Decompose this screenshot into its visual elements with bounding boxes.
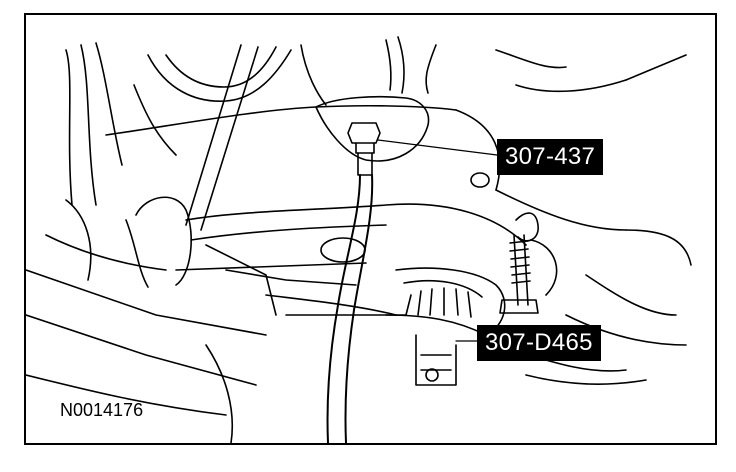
callout-label-307-437: 307-437 [497, 139, 604, 175]
technical-illustration [26, 36, 692, 443]
tool-307-d465-clamp [265, 267, 506, 386]
left-cylinder [26, 196, 357, 386]
callout-label-307-d465: 307-D465 [477, 325, 601, 361]
leader-line-307-437 [377, 139, 498, 156]
mount-bracket [105, 95, 692, 271]
tool-307-437-fitting [347, 122, 381, 176]
figure-reference-id: N0014176 [60, 400, 144, 420]
tool-307-d465-stud [499, 234, 558, 314]
engine-block-outline [65, 36, 687, 231]
figure-frame: 307-437 307-D465 N0014176 [24, 13, 717, 445]
